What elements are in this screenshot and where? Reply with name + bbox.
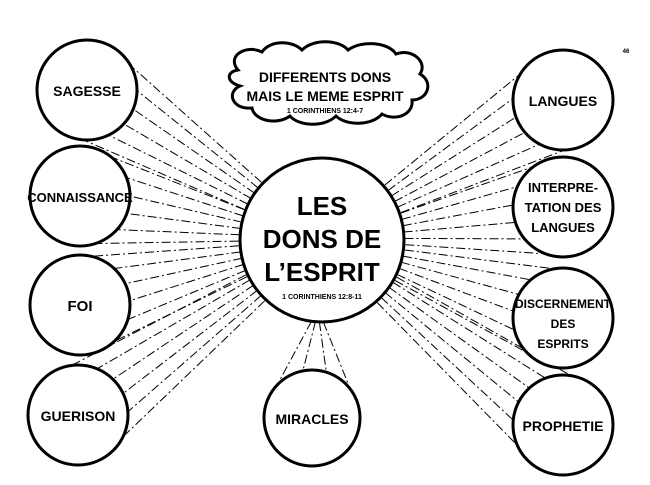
connector-ray-foi [114, 251, 241, 269]
connector-ray-sagesse [123, 123, 252, 200]
connector-ray-connaissance [126, 177, 244, 217]
connector-ray-foi [125, 257, 243, 285]
prophetie-label: PROPHETIE [523, 418, 604, 434]
connector-ray-foi [129, 263, 244, 302]
connector-ray-langues [391, 116, 517, 197]
connector-ray-prophetie [384, 292, 519, 403]
center-gifts-of-spirit: LES DONS DE L’ESPRIT 1 CORINTHIENS 12:8-… [238, 156, 406, 324]
gift-sagesse: SAGESSE [35, 38, 139, 142]
connector-ray-prophetie [388, 286, 530, 389]
gift-langues: LANGUES [511, 48, 615, 152]
connector-ray-interpretation [403, 221, 516, 233]
connector-ray-langues [397, 143, 540, 208]
connaissance-label: CONNAISSANCE [27, 190, 133, 205]
connector-ray-connaissance [129, 195, 243, 223]
connector-ray-interpretation [405, 244, 546, 255]
connector-ray-discernement [396, 273, 515, 331]
cloud-title-line2: MAIS LE MEME ESPRIT [246, 88, 404, 104]
discernement-line3: ESPRITS [537, 337, 588, 351]
connector-ray-discernement [402, 255, 531, 281]
connector-ray-sagesse [132, 108, 255, 194]
discernement-circle [511, 266, 615, 370]
connector-ray-guerison [71, 274, 247, 366]
cloud-reference: 1 CORINTHIENS 12:4-7 [287, 108, 363, 115]
connector-ray-sagesse [83, 139, 245, 210]
connector-ray-sagesse [136, 90, 259, 189]
connector-ray-connaissance [111, 156, 245, 211]
connector-ray-sagesse [108, 134, 248, 205]
connector-ray-prophetie [392, 281, 546, 379]
connector-ray-connaissance [95, 240, 239, 244]
center-line1: LES [297, 191, 348, 221]
interpretation-line3: LANGUES [531, 220, 595, 235]
connector-ray-miracles [318, 321, 327, 371]
connector-ray-miracles [322, 322, 349, 384]
sagesse-label: SAGESSE [53, 83, 121, 99]
connaissance-circle [28, 144, 132, 248]
miracles-circle [262, 368, 362, 468]
gift-miracles: MIRACLES [262, 368, 362, 468]
interpretation-circle [511, 155, 615, 259]
connector-ray-langues [387, 98, 514, 191]
discernement-line2: DES [551, 317, 576, 331]
gift-discernement-des-esprits: DISCERNEMENT DES ESPRITS [511, 266, 615, 370]
center-reference: 1 CORINTHIENS 12:8-11 [282, 294, 362, 301]
connector-rays [71, 65, 572, 446]
center-circle [238, 156, 406, 324]
center-line2: DONS DE [263, 224, 381, 254]
connector-ray-discernement [404, 249, 555, 270]
gift-interpretation-des-langues: INTERPRE- TATION DES LANGUES [511, 155, 615, 259]
prophetie-circle [511, 373, 615, 477]
miracles-label: MIRACLES [275, 411, 348, 427]
foi-label: FOI [68, 298, 93, 315]
connector-ray-sagesse [130, 65, 262, 183]
cloud-shape [227, 40, 430, 126]
gift-prophetie: PROPHETIE [511, 373, 615, 477]
sagesse-circle [35, 38, 139, 142]
connector-ray-guerison [127, 295, 262, 413]
connector-ray-guerison [122, 290, 258, 394]
connector-ray-interpretation [401, 186, 518, 220]
cloud-title-line1: DIFFERENTS DONS [259, 69, 391, 85]
connector-ray-langues [384, 73, 521, 186]
guerison-circle [26, 363, 130, 467]
connector-ray-discernement [398, 267, 514, 312]
connector-ray-discernement [394, 280, 528, 353]
connector-ray-langues [394, 131, 526, 203]
connector-ray-foi [127, 270, 246, 320]
interpretation-line1: INTERPRE- [528, 180, 598, 195]
connector-ray-guerison [96, 279, 251, 370]
gift-foi: FOI [28, 253, 132, 357]
connector-ray-connaissance [117, 229, 240, 236]
connector-ray-prophetie [376, 302, 518, 446]
connector-ray-langues [400, 149, 565, 214]
connector-ray-foi [91, 245, 239, 257]
gift-guerison: GUERISON [26, 363, 130, 467]
connector-ray-discernement [400, 261, 520, 295]
interpretation-line2: TATION DES [525, 200, 602, 215]
center-line3: L’ESPRIT [264, 257, 380, 287]
gift-connaissance: CONNAISSANCE [27, 144, 133, 248]
connector-ray-prophetie [380, 297, 514, 421]
foi-circle [28, 253, 132, 357]
connector-ray-miracles [302, 321, 316, 369]
langues-circle [511, 48, 615, 152]
page-number: 46 [623, 49, 630, 55]
discernement-line1: DISCERNEMENT [515, 297, 612, 311]
langues-label: LANGUES [529, 93, 597, 109]
guerison-label: GUERISON [41, 408, 116, 424]
connector-ray-interpretation [400, 166, 534, 214]
connector-ray-guerison [112, 284, 254, 380]
connector-ray-interpretation [404, 237, 525, 240]
connector-ray-connaissance [126, 213, 241, 229]
cloud-banner: DIFFERENTS DONS MAIS LE MEME ESPRIT 1 CO… [227, 40, 430, 126]
connector-ray-miracles [279, 321, 312, 380]
connector-ray-interpretation [402, 204, 514, 227]
connector-ray-guerison [122, 300, 266, 438]
